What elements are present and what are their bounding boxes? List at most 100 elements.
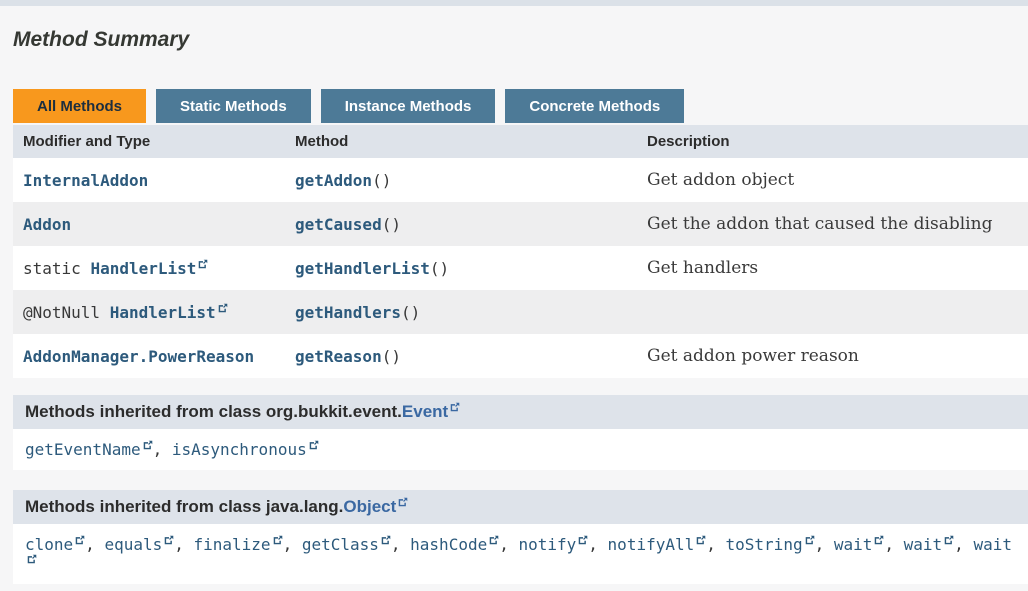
separator: ,: [499, 535, 519, 554]
inherited-method-link[interactable]: hashCode: [410, 535, 499, 554]
method-link[interactable]: getAddon: [295, 170, 373, 190]
tab-instance-methods[interactable]: Instance Methods: [320, 89, 496, 123]
top-strip: [0, 0, 1028, 6]
separator: ,: [884, 535, 904, 554]
method-tabs: All Methods Static Methods Instance Meth…: [13, 89, 1028, 123]
inherited-method-link[interactable]: isAsynchronous: [172, 440, 319, 459]
tab-all-methods[interactable]: All Methods: [13, 89, 146, 123]
modifier-text: static: [23, 258, 91, 278]
separator: ,: [814, 535, 834, 554]
inherited-method-label[interactable]: finalize: [193, 535, 271, 554]
external-link-icon: [381, 535, 391, 545]
inherited-method-label[interactable]: equals: [104, 535, 163, 554]
col-header-description: Description: [637, 125, 1028, 158]
inherited-heading-text: Methods inherited from class java.lang.: [25, 497, 344, 516]
parens-text: (): [372, 170, 392, 190]
method-link[interactable]: getHandlers: [295, 302, 401, 322]
inherited-method-label[interactable]: wait: [833, 535, 873, 554]
external-link-icon: [143, 440, 152, 450]
separator: ,: [588, 535, 608, 554]
method-description: Get the addon that caused the disabling: [647, 214, 993, 234]
inherited-method-link[interactable]: notifyAll: [608, 535, 707, 554]
method-link[interactable]: getReason: [295, 346, 382, 366]
inherited-method-label[interactable]: wait: [903, 535, 943, 554]
external-link-icon: [489, 535, 499, 545]
type-link[interactable]: HandlerList: [90, 259, 208, 278]
tab-concrete-methods[interactable]: Concrete Methods: [505, 89, 685, 123]
separator: ,: [954, 535, 974, 554]
parens-text: (): [429, 258, 450, 278]
tab-static-methods[interactable]: Static Methods: [156, 89, 311, 123]
external-link-icon: [164, 535, 174, 545]
type-link[interactable]: AddonManager.PowerReason: [23, 346, 255, 366]
method-cell: getAddon(): [285, 158, 637, 202]
parens-text: (): [381, 346, 401, 366]
table-row: InternalAddon getAddon() Get addon objec…: [13, 158, 1028, 202]
col-header-method: Method: [285, 125, 637, 158]
inherited-heading-text: Methods inherited from class org.bukkit.…: [25, 402, 402, 421]
modifier-and-type-cell: Addon: [13, 202, 285, 246]
separator: ,: [282, 535, 302, 554]
external-link-icon: [309, 440, 319, 450]
type-link[interactable]: Addon: [23, 214, 72, 234]
type-link[interactable]: InternalAddon: [23, 170, 149, 190]
separator: ,: [390, 535, 411, 554]
method-description: Get addon object: [647, 170, 795, 190]
separator: ,: [152, 440, 172, 459]
inherited-method-link[interactable]: equals: [104, 535, 174, 554]
inherited-method-label[interactable]: notifyAll: [607, 535, 695, 554]
inherited-method-link[interactable]: wait: [904, 535, 955, 554]
inherited-section-object: Methods inherited from class java.lang.O…: [13, 490, 1028, 584]
inherited-method-list: getEventName, isAsynchronous: [13, 429, 1028, 470]
inherited-method-link[interactable]: getEventName: [25, 440, 153, 459]
inherited-section-event: Methods inherited from class org.bukkit.…: [13, 395, 1028, 470]
modifier-and-type-cell: InternalAddon: [13, 158, 285, 202]
external-link-icon: [273, 535, 282, 545]
inherited-method-link[interactable]: finalize: [194, 535, 283, 554]
modifier-and-type-cell: @NotNull HandlerList: [13, 290, 285, 334]
table-header-row: Modifier and Type Method Description: [13, 125, 1028, 158]
inherited-method-label[interactable]: hashCode: [410, 535, 488, 554]
external-link-icon: [218, 303, 227, 312]
external-link-icon: [578, 535, 588, 545]
table-row: @NotNull HandlerList getHandlers(): [13, 290, 1028, 334]
inherited-method-link[interactable]: getClass: [302, 535, 391, 554]
inherited-method-label[interactable]: getEventName: [25, 440, 141, 459]
inherited-method-link[interactable]: wait: [834, 535, 885, 554]
parens-text: (): [400, 302, 421, 322]
class-link-event[interactable]: Event: [402, 402, 460, 421]
external-link-icon: [450, 402, 460, 412]
table-row: static HandlerList getHandlerList() Get …: [13, 246, 1028, 290]
external-link-icon: [75, 535, 85, 545]
modifier-and-type-cell: static HandlerList: [13, 246, 285, 290]
separator: ,: [85, 535, 105, 554]
table-row: AddonManager.PowerReason getReason() Get…: [13, 334, 1028, 378]
method-link[interactable]: getCaused: [295, 214, 382, 234]
inherited-section-header: Methods inherited from class org.bukkit.…: [13, 395, 1028, 429]
inherited-method-label[interactable]: getClass: [301, 535, 379, 554]
external-link-icon: [875, 535, 884, 545]
method-description: Get addon power reason: [647, 346, 859, 366]
inherited-method-list: clone, equals, finalize, getClass, hashC…: [13, 524, 1028, 584]
external-link-icon: [199, 259, 208, 268]
method-description: [637, 290, 1028, 334]
external-link-icon: [398, 497, 408, 507]
class-link-object[interactable]: Object: [343, 497, 408, 516]
col-header-modifier-and-type: Modifier and Type: [13, 125, 285, 158]
inherited-method-link[interactable]: toString: [726, 535, 815, 554]
inherited-method-label[interactable]: clone: [25, 535, 74, 554]
inherited-method-label[interactable]: toString: [725, 535, 803, 554]
type-link[interactable]: HandlerList: [110, 303, 228, 322]
inherited-method-link[interactable]: notify: [518, 535, 588, 554]
inherited-method-label[interactable]: wait: [973, 535, 1012, 554]
inherited-section-header: Methods inherited from class java.lang.O…: [13, 490, 1028, 524]
external-link-icon: [805, 535, 814, 545]
inherited-method-link[interactable]: clone: [25, 535, 85, 554]
external-link-icon: [696, 535, 706, 545]
inherited-method-link[interactable]: wait: [25, 535, 1012, 573]
inherited-method-label[interactable]: notify: [518, 535, 577, 554]
method-link[interactable]: getHandlerList: [295, 258, 430, 278]
inherited-method-label[interactable]: isAsynchronous: [171, 440, 307, 459]
modifier-text: @NotNull: [23, 302, 110, 322]
separator: ,: [706, 535, 726, 554]
